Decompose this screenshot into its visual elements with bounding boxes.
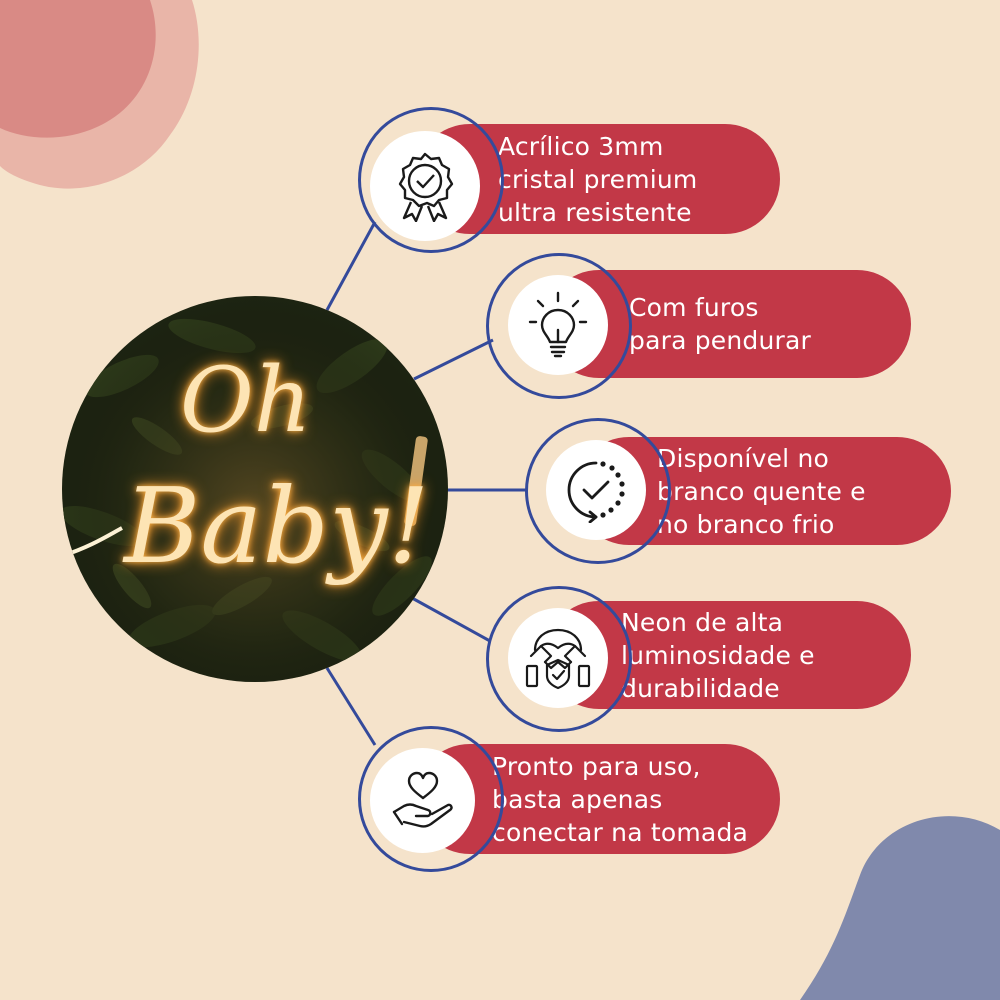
handshake-shield-icon bbox=[525, 628, 591, 690]
icon-ring bbox=[525, 418, 671, 564]
icon-bubble bbox=[370, 131, 480, 241]
feature-text: Disponível no branco quente e no branco … bbox=[657, 443, 866, 539]
badge-check-icon bbox=[398, 152, 454, 222]
icon-ring bbox=[486, 586, 632, 732]
feature-text: Neon de alta luminosidade e durabilidade bbox=[621, 607, 815, 703]
neon-line-1: Oh bbox=[180, 348, 312, 453]
neon-sign-text: Oh Baby! bbox=[62, 296, 448, 682]
icon-bubble bbox=[370, 748, 475, 853]
icon-bubble bbox=[508, 275, 608, 375]
icon-ring bbox=[358, 107, 504, 253]
bottom-right-blob bbox=[800, 816, 1000, 1000]
icon-bubble bbox=[508, 608, 608, 708]
neon-line-2: Baby! bbox=[124, 465, 430, 587]
feature-text: Acrílico 3mm cristal premium ultra resis… bbox=[498, 131, 698, 227]
icon-ring bbox=[358, 726, 504, 872]
feature-pill: Neon de alta luminosidade e durabilidade bbox=[545, 601, 911, 709]
icon-ring bbox=[486, 253, 632, 399]
lightbulb-icon bbox=[528, 291, 588, 358]
top-left-blob bbox=[0, 0, 199, 189]
product-photo: Oh Baby! bbox=[62, 296, 448, 686]
icon-bubble bbox=[546, 440, 646, 540]
feature-text: Com furos para pendurar bbox=[629, 293, 812, 355]
heart-hand-icon bbox=[392, 771, 453, 828]
clock-check-icon bbox=[567, 461, 625, 523]
feature-text: Pronto para uso, basta apenas conectar n… bbox=[492, 751, 749, 847]
